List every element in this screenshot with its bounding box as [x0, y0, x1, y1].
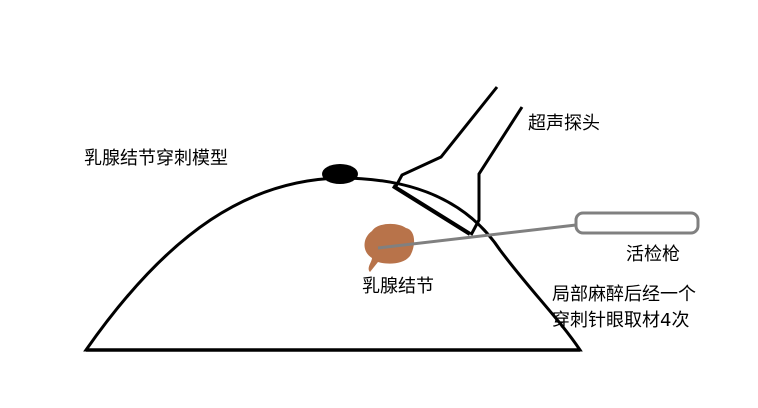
probe-label: 超声探头	[528, 113, 600, 134]
procedure-note-line1: 局部麻醉后经一个	[552, 284, 696, 305]
breast-mound-outline	[83, 176, 583, 352]
diagram-title: 乳腺结节穿刺模型	[84, 148, 228, 169]
nodule-label: 乳腺结节	[362, 276, 434, 297]
biopsy-gun-label: 活检枪	[626, 244, 680, 265]
biopsy-needle	[377, 223, 577, 250]
nipple	[322, 164, 358, 184]
biopsy-gun	[574, 211, 700, 235]
procedure-note-line2: 穿刺针眼取材4次	[552, 310, 690, 331]
ultrasound-probe	[391, 86, 524, 236]
